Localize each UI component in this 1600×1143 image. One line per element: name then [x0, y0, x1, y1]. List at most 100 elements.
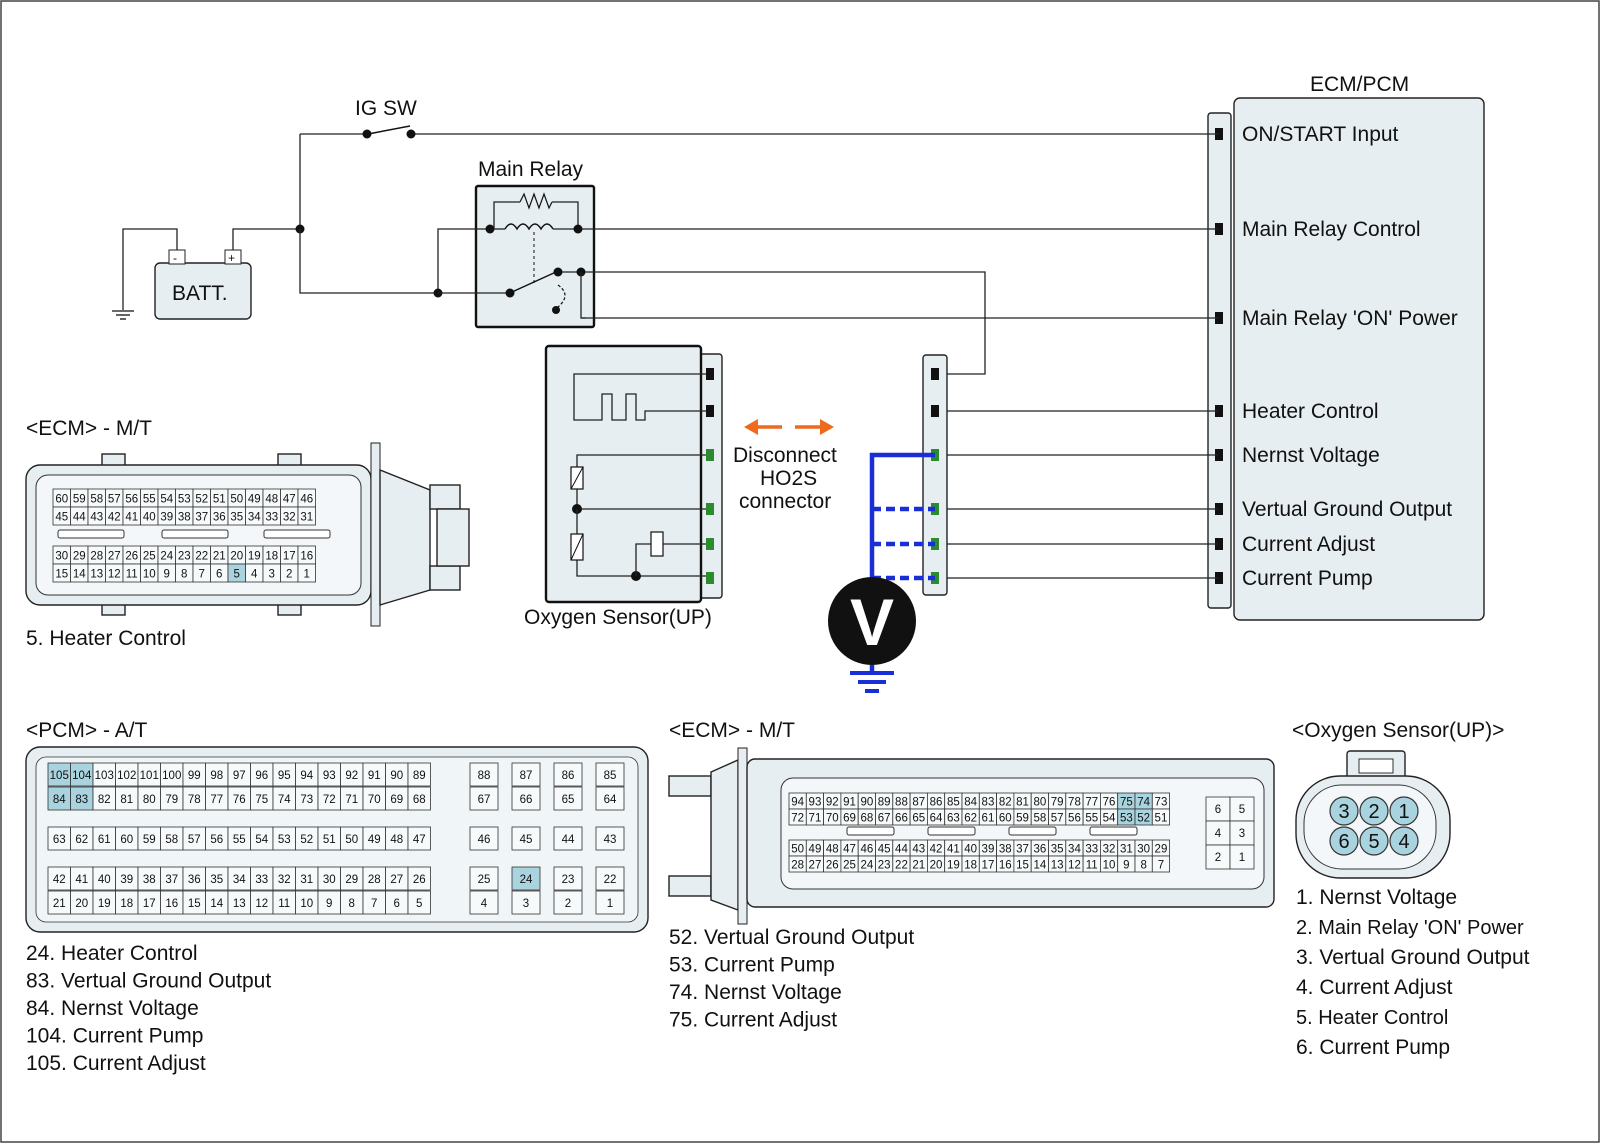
pin-cell: [407, 762, 431, 787]
pin-number: 72: [791, 813, 804, 825]
ig-switch-contact-b: [406, 129, 416, 139]
pin-number: 82: [999, 797, 1012, 809]
pin-number: 3: [1239, 828, 1245, 840]
pin-number: 33: [255, 874, 268, 886]
pin-number: 87: [520, 770, 533, 782]
pin-number: 86: [562, 770, 575, 782]
o2-legend-item: 2. Main Relay 'ON' Power: [1296, 917, 1524, 939]
pin-number: 38: [178, 512, 191, 524]
pin-number: 1: [1239, 852, 1245, 864]
pin-number: 103: [95, 770, 114, 782]
pin-number: 98: [210, 770, 223, 782]
pin-number: 81: [1016, 797, 1029, 809]
pin-number: 92: [345, 770, 358, 782]
pin-number: 25: [143, 551, 156, 563]
pin-number: 72: [323, 794, 336, 806]
o2-connector-title: <Oxygen Sensor(UP)>: [1292, 719, 1504, 742]
pin-number: 43: [912, 844, 925, 856]
pin-number: 59: [73, 494, 86, 506]
pin-number: 95: [278, 770, 291, 782]
pin-number: 21: [213, 551, 226, 563]
o2-pin: [1359, 826, 1389, 856]
pin-number: 28: [90, 551, 103, 563]
pin-number: 78: [188, 794, 201, 806]
ecm-pin-label: ON/START Input: [1242, 123, 1399, 146]
pin-number: 31: [1120, 844, 1133, 856]
pin-number: 34: [248, 512, 261, 524]
pin-number: 94: [300, 770, 313, 782]
harness-connector: [922, 354, 948, 596]
pin-number: 22: [195, 551, 208, 563]
pin-number: 77: [1085, 797, 1098, 809]
pin-number: 39: [120, 874, 133, 886]
pcm-legend-item: 104. Current Pump: [26, 1025, 203, 1048]
pin-cell: [407, 890, 431, 915]
pin-number: 74: [278, 794, 291, 806]
pin-number: 20: [230, 551, 243, 563]
pin-number: 17: [982, 860, 995, 872]
pin-number: 57: [1051, 813, 1064, 825]
pin-number: 9: [164, 569, 170, 581]
pin-number: 27: [108, 551, 121, 563]
pin-number: 91: [368, 770, 381, 782]
pin-number: 46: [478, 834, 491, 846]
pin-number: 4: [1215, 828, 1222, 840]
pin-number: 27: [809, 860, 822, 872]
pin-number: 14: [210, 898, 223, 910]
pin-number: 36: [1033, 844, 1046, 856]
pin-number: 16: [300, 551, 313, 563]
pin-number: 32: [283, 512, 296, 524]
pin-number: 43: [604, 834, 617, 846]
pin-number: 49: [248, 494, 261, 506]
pin-number: 51: [213, 494, 226, 506]
pin-number: 60: [999, 813, 1012, 825]
ecm-pin-terminal: [1215, 503, 1223, 515]
pin-number: 41: [947, 844, 960, 856]
pin-number: 55: [233, 834, 246, 846]
pin-number: 77: [210, 794, 223, 806]
pin-number: 51: [323, 834, 336, 846]
o2-pin-number: 2: [1368, 801, 1379, 823]
pin-number: 10: [1103, 860, 1116, 872]
pin-number: 40: [143, 512, 156, 524]
pin-number: 25: [478, 874, 491, 886]
pin-number: 83: [982, 797, 995, 809]
pcm-legend-item: 84. Nernst Voltage: [26, 997, 199, 1020]
ecm-pin-terminal: [1215, 449, 1223, 461]
pin-cell: [553, 762, 583, 787]
pin-number: 46: [300, 494, 313, 506]
pin-number: 38: [999, 844, 1012, 856]
pin-number: 52: [300, 834, 313, 846]
pin-number: 28: [368, 874, 381, 886]
o2-terminal: [706, 405, 714, 417]
pin-number: 41: [75, 874, 88, 886]
pin-number: 29: [1155, 844, 1168, 856]
pin-number: 3: [269, 569, 275, 581]
pin-number: 26: [125, 551, 138, 563]
pin-number: 48: [265, 494, 278, 506]
pin-cell: [511, 762, 541, 787]
pin-number: 65: [562, 794, 575, 806]
pin-number: 21: [912, 860, 925, 872]
o2-pin-number: 3: [1338, 801, 1349, 823]
pin-number: 42: [930, 844, 943, 856]
pin-number: 39: [160, 512, 173, 524]
ecm-pin-label: Heater Control: [1242, 400, 1379, 423]
pin-number: 33: [1085, 844, 1098, 856]
wiring: IG SW - + BATT. Main Relay: [112, 97, 1218, 579]
pin-number: 59: [143, 834, 156, 846]
pin-cell: [595, 826, 625, 851]
pin-number: 76: [1103, 797, 1116, 809]
pin-number: 21: [53, 898, 66, 910]
o2-legend-item: 5. Heater Control: [1296, 1007, 1448, 1029]
pin-number: 59: [1016, 813, 1029, 825]
pin-number: 97: [233, 770, 246, 782]
o2-pin-number: 5: [1368, 831, 1379, 853]
pin-number: 65: [912, 813, 925, 825]
pin-number: 42: [53, 874, 66, 886]
o2-pin: [1329, 796, 1359, 826]
pin-number: 69: [843, 813, 856, 825]
pin-cell: [595, 762, 625, 787]
